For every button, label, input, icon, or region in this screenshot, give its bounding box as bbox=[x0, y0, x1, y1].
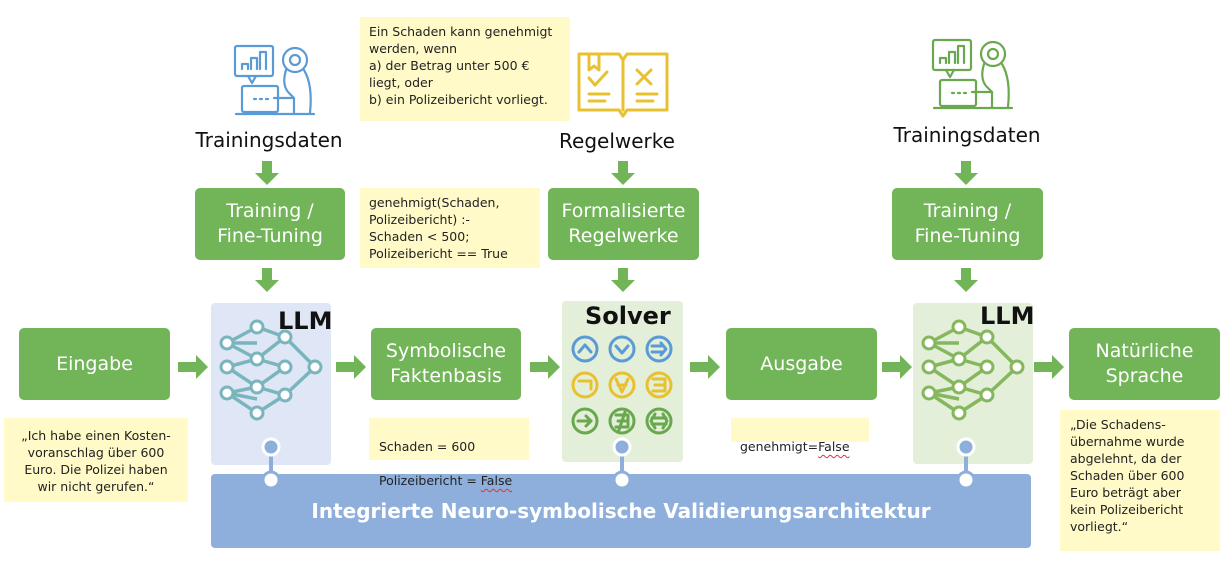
neural-network-icon bbox=[219, 319, 323, 421]
formal-rule-note: genehmigt(Schaden, Polizeibericht) :- Sc… bbox=[360, 188, 540, 268]
training-finetuning-box-right: Training / Fine-Tuning bbox=[892, 188, 1043, 260]
rulebook-check-cross-icon bbox=[577, 52, 669, 118]
input-box: Eingabe bbox=[19, 328, 170, 400]
llm-panel-right bbox=[913, 303, 1033, 464]
formalized-rules-box: Formalisierte Regelwerke bbox=[548, 188, 699, 260]
output-value: False bbox=[818, 439, 850, 454]
rulebooks-caption: Regelwerke bbox=[559, 129, 675, 153]
response-example-note: „Die Schadens- übernahme wurde abgelehnt… bbox=[1060, 410, 1220, 551]
neural-network-icon bbox=[921, 319, 1025, 421]
training-data-caption-right: Trainingsdaten bbox=[893, 123, 1041, 147]
symbolic-fact-base-box: Symbolische Faktenbasis bbox=[371, 328, 521, 400]
llm-title-right: LLM bbox=[980, 302, 1035, 330]
facts-police-value: False bbox=[480, 473, 513, 488]
facts-police-prefix: Polizeibericht = bbox=[379, 473, 481, 488]
person-laptop-chart-icon bbox=[931, 38, 1014, 110]
validation-architecture-label: Integrierte Neuro-symbolische Validierun… bbox=[311, 499, 931, 523]
facts-line-damage: Schaden = 600 bbox=[379, 439, 476, 454]
facts-line-police: Polizeibericht = False bbox=[379, 472, 519, 489]
rule-description-note: Ein Schaden kann genehmigt werden, wenn … bbox=[360, 17, 570, 121]
logic-symbols-grid-icon bbox=[571, 335, 673, 435]
training-data-caption-left: Trainingsdaten bbox=[195, 128, 343, 152]
output-example-note: genehmigt=False bbox=[731, 418, 869, 454]
person-laptop-chart-icon bbox=[233, 44, 316, 116]
input-example-note: „Ich habe einen Kosten- voranschlag über… bbox=[4, 418, 188, 502]
solver-title: Solver bbox=[585, 302, 671, 330]
natural-language-box: Natürliche Sprache bbox=[1069, 328, 1220, 400]
training-finetuning-box-left: Training / Fine-Tuning bbox=[195, 188, 345, 260]
output-prefix: genehmigt= bbox=[740, 439, 819, 454]
output-box: Ausgabe bbox=[726, 328, 877, 400]
facts-example-note: Schaden = 600 Polizeibericht = False bbox=[369, 418, 529, 488]
connector-llm-right bbox=[956, 437, 976, 490]
connector-llm-left bbox=[261, 437, 281, 490]
connector-solver bbox=[612, 437, 632, 490]
